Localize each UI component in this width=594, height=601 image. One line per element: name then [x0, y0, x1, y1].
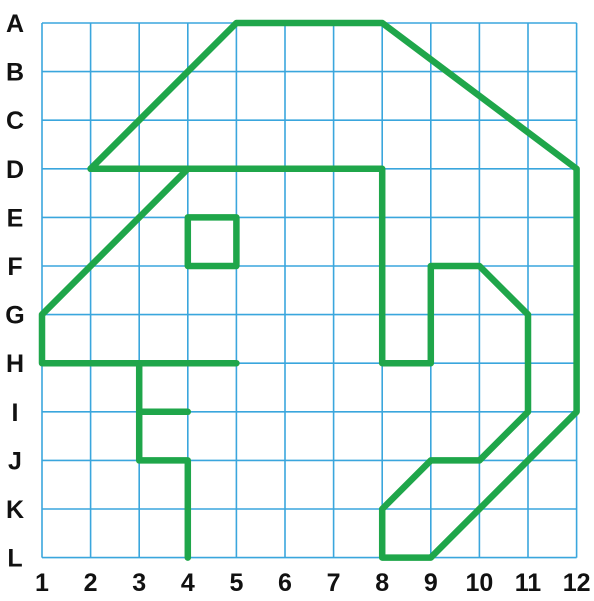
column-label-8: 8: [375, 569, 389, 597]
row-label-F: F: [7, 253, 22, 281]
row-label-A: A: [6, 10, 24, 38]
column-label-6: 6: [278, 569, 292, 597]
column-label-10: 10: [465, 569, 493, 597]
row-label-J: J: [8, 447, 22, 475]
row-label-K: K: [6, 496, 24, 524]
row-label-C: C: [6, 107, 24, 135]
column-label-12: 12: [563, 569, 591, 597]
row-label-G: G: [5, 302, 24, 330]
row-label-H: H: [6, 350, 24, 378]
row-label-B: B: [6, 59, 24, 87]
column-label-4: 4: [181, 569, 195, 597]
column-label-7: 7: [327, 569, 341, 597]
column-label-1: 1: [35, 569, 49, 597]
column-label-3: 3: [132, 569, 146, 597]
column-label-2: 2: [84, 569, 98, 597]
column-label-11: 11: [515, 569, 542, 597]
row-label-E: E: [7, 204, 24, 232]
row-label-L: L: [7, 545, 22, 573]
row-label-I: I: [12, 399, 19, 427]
column-label-5: 5: [229, 569, 243, 597]
row-label-D: D: [6, 156, 24, 184]
column-label-9: 9: [424, 569, 438, 597]
